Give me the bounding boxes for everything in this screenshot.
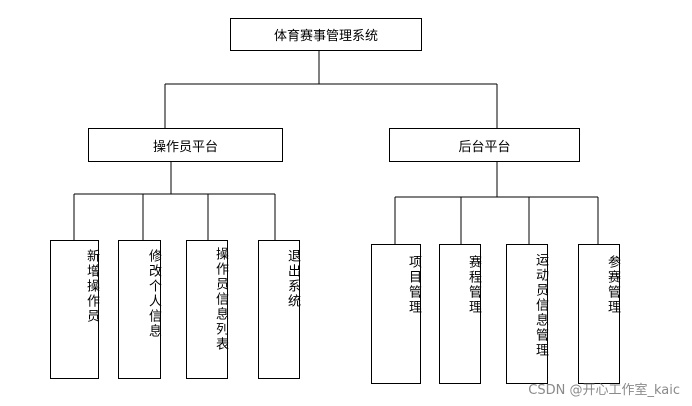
- leaf-operator-list: 操作员信息列表: [186, 240, 228, 379]
- leaf-exit-system: 退出系统: [258, 240, 300, 379]
- watermark-text: CSDN @开心工作室_kaic: [528, 383, 680, 398]
- root-node: 体育赛事管理系统: [230, 18, 422, 51]
- leaf-project-management: 项目管理: [371, 244, 421, 384]
- root-label: 体育赛事管理系统: [273, 29, 378, 44]
- leaf-add-operator: 新增操作员: [50, 240, 99, 379]
- leaf-label: 运动员信息管理: [533, 253, 548, 358]
- leaf-athlete-management: 运动员信息管理: [506, 244, 548, 384]
- leaf-label: 退出系统: [285, 249, 300, 309]
- leaf-label: 赛程管理: [466, 255, 481, 315]
- leaf-entry-management: 参赛管理: [578, 244, 620, 384]
- leaf-label: 操作员信息列表: [213, 247, 228, 352]
- branch-operator-platform: 操作员平台: [88, 128, 283, 162]
- branch-label: 操作员平台: [152, 139, 218, 155]
- leaf-label: 项目管理: [406, 255, 421, 315]
- leaf-schedule-management: 赛程管理: [439, 244, 481, 384]
- leaf-label: 修改个人信息: [146, 249, 161, 339]
- leaf-edit-profile: 修改个人信息: [118, 240, 161, 379]
- branch-backend-platform: 后台平台: [389, 128, 580, 162]
- branch-label: 后台平台: [458, 139, 511, 155]
- leaf-label: 参赛管理: [605, 255, 620, 315]
- leaf-label: 新增操作员: [84, 249, 99, 324]
